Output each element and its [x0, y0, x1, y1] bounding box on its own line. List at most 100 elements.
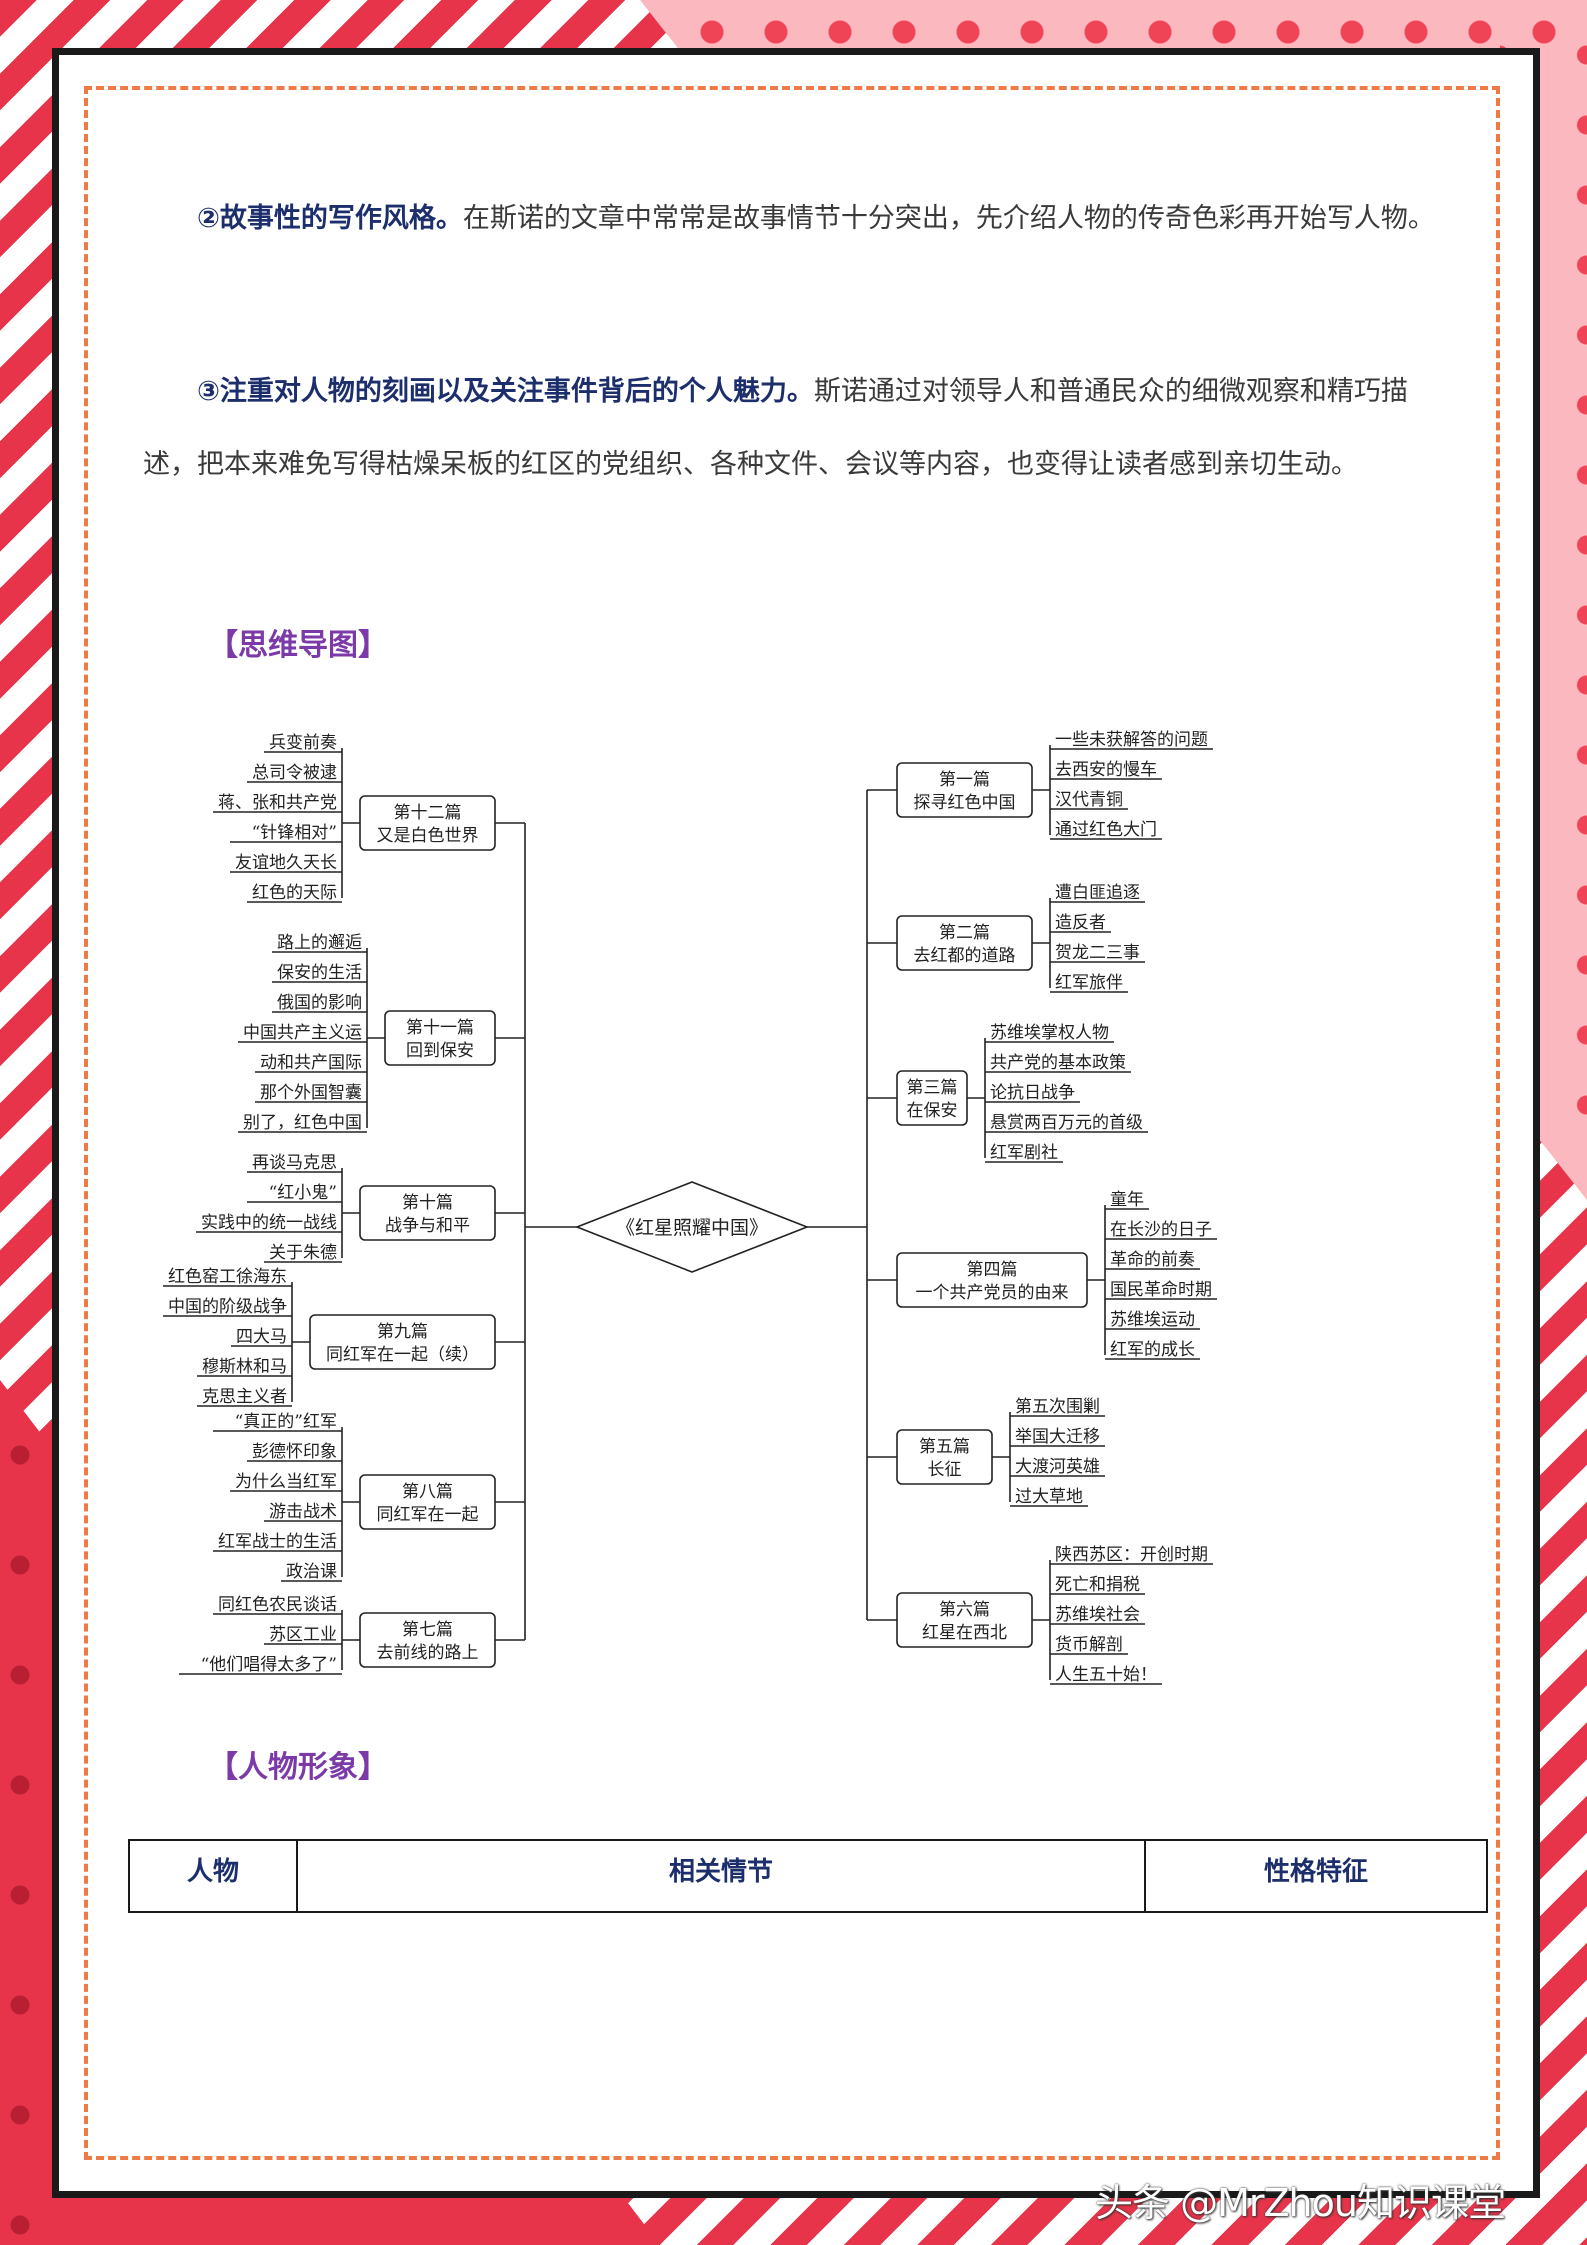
mindmap-item: 第五次围剿: [1015, 1397, 1100, 1417]
mindmap-item: 实践中的统一战线: [201, 1213, 337, 1233]
mindmap-item: 游击战术: [269, 1502, 337, 1522]
chapter-title: 探寻红色中国: [914, 793, 1016, 813]
mindmap-item: “他们唱得太多了”: [201, 1655, 337, 1675]
mindmap-item: 红军旅伴: [1055, 973, 1123, 993]
mindmap-item: “红小鬼”: [269, 1183, 337, 1203]
mindmap-item: 大渡河英雄: [1015, 1457, 1100, 1477]
mindmap-item: 去西安的慢车: [1055, 759, 1157, 780]
mindmap-item: 红军的成长: [1110, 1340, 1195, 1360]
mindmap-item: “针锋相对”: [252, 823, 337, 843]
mindmap-item: 论抗日战争: [990, 1083, 1075, 1103]
mindmap-item: 苏维埃社会: [1055, 1605, 1140, 1625]
mindmap-item: 货币解剖: [1055, 1635, 1123, 1655]
chapter-number: 第十二篇: [394, 803, 462, 823]
table-header-row: 人物 相关情节 性格特征: [128, 1839, 1488, 1913]
chapter-title: 又是白色世界: [377, 826, 479, 846]
header-character: 人物: [128, 1839, 298, 1913]
chapter-number: 第二篇: [939, 923, 990, 943]
mindmap-item: 友谊地久天长: [235, 853, 337, 873]
chapter-title: 一个共产党员的由来: [916, 1283, 1069, 1303]
mindmap-item: 蒋、张和共产党: [218, 793, 337, 813]
chapter-title: 同红军在一起（续）: [326, 1345, 479, 1365]
chapter-title: 回到保安: [406, 1041, 474, 1061]
dashed-border: [84, 86, 1500, 2160]
mindmap-item: 克思主义者: [202, 1387, 287, 1407]
header-traits: 性格特征: [1144, 1839, 1488, 1913]
mindmap-item: 兵变前奏: [269, 733, 337, 753]
paragraph-lead: ②故事性的写作风格。: [197, 203, 463, 234]
chapter-number: 第三篇: [907, 1078, 958, 1098]
mindmap-item: 革命的前奏: [1110, 1250, 1195, 1270]
mindmap-item: 造反者: [1055, 913, 1106, 933]
mindmap-item: 保安的生活: [277, 963, 362, 983]
chapter-number: 第十一篇: [406, 1018, 474, 1038]
chapter-title: 战争与和平: [385, 1216, 470, 1236]
mindmap-item: 一些未获解答的问题: [1055, 730, 1208, 750]
mindmap-item: 四大马: [236, 1327, 287, 1347]
mindmap-item: 红色窑工徐海东: [168, 1267, 287, 1287]
mindmap-item: 中国共产主义运: [243, 1023, 362, 1043]
chapter-number: 第六篇: [939, 1600, 990, 1620]
mindmap-item: 国民革命时期: [1110, 1280, 1212, 1300]
paragraph-body: 在斯诺的文章中常常是故事情节十分突出，先介绍人物的传奇色彩再开始写人物。: [462, 203, 1435, 234]
paragraph-body: 斯诺通过对领导人和普通民众的细微观察和精巧描述，把本来难免写得枯燥呆板的红区的党…: [143, 376, 1408, 480]
chapter-number: 第一篇: [939, 770, 990, 790]
mindmap-item: 在长沙的日子: [1110, 1220, 1212, 1240]
chapter-title: 去红都的道路: [914, 946, 1016, 966]
paragraph-storytelling: ②故事性的写作风格。在斯诺的文章中常常是故事情节十分突出，先介绍人物的传奇色彩再…: [143, 182, 1443, 255]
watermark: 头条 @MrZhou知识课堂: [1095, 2181, 1506, 2225]
center-label: 《红星照耀中国》: [616, 1217, 768, 1239]
mindmap-item: 共产党的基本政策: [990, 1053, 1126, 1073]
mindmap-item: 通过红色大门: [1055, 820, 1157, 840]
chapter-title: 长征: [928, 1460, 962, 1480]
mindmap-item: “真正的”红军: [235, 1412, 337, 1432]
mindmap-item: 苏维埃掌权人物: [990, 1023, 1109, 1043]
mindmap-item: 人生五十始！: [1055, 1665, 1157, 1685]
characters-heading: 【人物形象】: [208, 1750, 388, 1785]
mindmap-item: 关于朱德: [269, 1243, 337, 1263]
header-plot: 相关情节: [296, 1839, 1146, 1913]
chapter-number: 第九篇: [377, 1322, 428, 1342]
character-table: 人物 相关情节 性格特征: [128, 1839, 1488, 1913]
paragraph-lead: ③注重对人物的刻画以及关注事件背后的个人魅力。: [197, 376, 814, 407]
mindmap-item: 死亡和捐税: [1055, 1575, 1140, 1595]
mindmap-item: 悬赏两百万元的首级: [990, 1113, 1143, 1133]
chapter-title: 红星在西北: [922, 1623, 1007, 1643]
chapter-number: 第十篇: [402, 1193, 453, 1213]
paragraph-characters: ③注重对人物的刻画以及关注事件背后的个人魅力。斯诺通过对领导人和普通民众的细微观…: [143, 355, 1443, 501]
chapter-number: 第四篇: [967, 1260, 1018, 1280]
mindmap-item: 彭德怀印象: [252, 1442, 337, 1462]
background-dots-left: [0, 1400, 40, 2245]
mindmap-item: 遭白匪追逐: [1055, 883, 1140, 903]
mindmap-item: 红军剧社: [990, 1143, 1058, 1163]
mindmap-item: 童年: [1110, 1190, 1144, 1210]
mindmap-item: 苏区工业: [269, 1625, 337, 1645]
mindmap-item: 那个外国智囊: [260, 1083, 362, 1103]
mindmap-item: 苏维埃运动: [1110, 1310, 1195, 1330]
mindmap-item: 同红色农民谈话: [218, 1595, 337, 1615]
chapter-title: 同红军在一起: [377, 1505, 479, 1525]
mindmap-item: 穆斯林和马: [202, 1357, 287, 1377]
mindmap-item: 陕西苏区：开创时期: [1055, 1545, 1208, 1565]
chapter-title: 去前线的路上: [377, 1643, 479, 1663]
mindmap-item: 动和共产国际: [260, 1053, 362, 1073]
chapter-number: 第八篇: [402, 1482, 453, 1502]
mindmap-item: 总司令被逮: [252, 763, 337, 783]
mindmap-item: 过大草地: [1015, 1487, 1083, 1507]
mindmap-item: 路上的邂逅: [277, 933, 362, 953]
mindmap-item: 红军战士的生活: [218, 1532, 337, 1552]
mindmap-item: 为什么当红军: [235, 1472, 337, 1492]
mindmap-item: 别了，红色中国: [243, 1113, 362, 1133]
chapter-number: 第七篇: [402, 1620, 453, 1640]
mindmap-item: 汉代青铜: [1055, 790, 1123, 810]
mindmap-item: 政治课: [286, 1562, 337, 1582]
mindmap-item: 举国大迁移: [1015, 1427, 1100, 1447]
mindmap-item: 红色的天际: [252, 883, 337, 903]
mindmap-heading: 【思维导图】: [208, 628, 388, 663]
mindmap-item: 贺龙二三事: [1055, 943, 1140, 963]
chapter-number: 第五篇: [919, 1437, 970, 1457]
chapter-title: 在保安: [907, 1101, 958, 1121]
mindmap-item: 再谈马克思: [252, 1153, 337, 1173]
mindmap-item: 中国的阶级战争: [168, 1297, 287, 1317]
